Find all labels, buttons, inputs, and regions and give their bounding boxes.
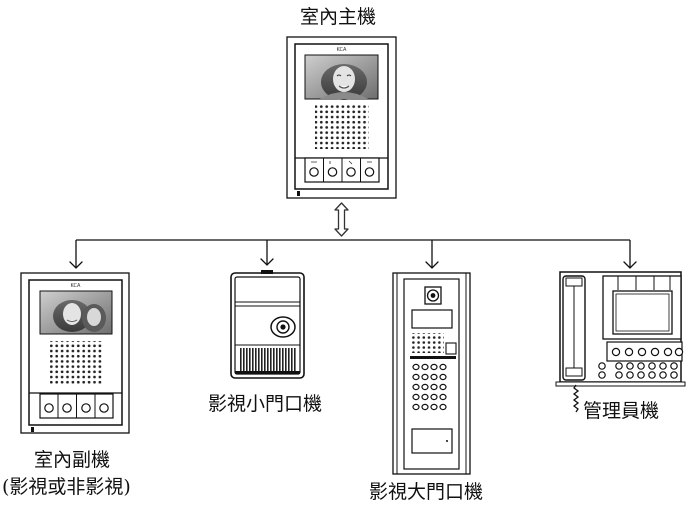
large-door-camera xyxy=(424,286,442,305)
small-door-camera xyxy=(270,316,296,338)
handset-icon xyxy=(562,275,586,413)
sub-unit-label: 室內副機 xyxy=(34,449,111,471)
sub-unit-speaker xyxy=(50,341,102,384)
large-door-keypad xyxy=(412,363,447,411)
small-door-station xyxy=(230,270,305,379)
manager-screen xyxy=(602,275,682,340)
double-arrow-icon xyxy=(334,202,349,237)
main-unit-speaker xyxy=(315,105,369,149)
main-unit-label: 室內主機 xyxy=(300,6,377,28)
manager-function-keys xyxy=(606,341,684,362)
sub-unit-note: (影視或非影視) xyxy=(2,476,131,498)
large-door-label: 影視大門口機 xyxy=(369,481,484,503)
manager-keypad xyxy=(598,362,678,379)
small-door-label: 影視小門口機 xyxy=(208,393,323,415)
manager-station xyxy=(555,271,686,413)
sub-unit-screen xyxy=(39,290,113,335)
sub-unit-logo: KCA xyxy=(71,283,81,289)
sub-unit-buttons xyxy=(29,392,122,419)
main-unit-buttons xyxy=(295,157,388,183)
arrow-down-icon xyxy=(69,258,637,269)
main-unit-logo: KCA xyxy=(337,47,347,53)
sub-indoor-unit: KCA xyxy=(20,272,130,434)
large-door-speaker xyxy=(410,333,444,353)
main-unit-screen xyxy=(304,54,379,100)
manager-label: 管理員機 xyxy=(583,400,660,422)
connection-lines xyxy=(75,239,631,268)
large-door-station xyxy=(392,272,471,475)
main-indoor-unit: KCA xyxy=(286,36,397,199)
